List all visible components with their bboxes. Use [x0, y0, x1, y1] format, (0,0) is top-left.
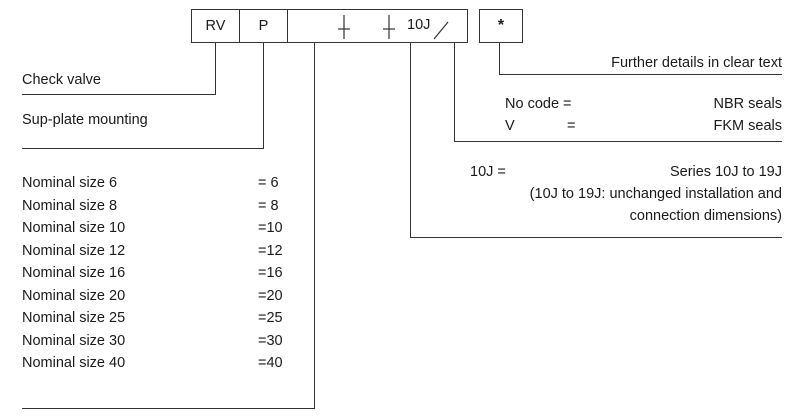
series-value: Series 10J to 19J	[669, 164, 782, 180]
size-value: =10	[258, 220, 283, 236]
seal-value-1: FKM seals	[713, 118, 783, 134]
size-row: Nominal size 20 =20	[22, 287, 292, 310]
size-value: = 6	[258, 175, 279, 191]
size-value: = 8	[258, 197, 279, 214]
nominal-size-list: Nominal size 6 = 6 Nominal size 8 = 8 Nomi…	[22, 174, 292, 377]
size-row: Nominal size 8 = 8	[22, 197, 292, 220]
series-code: 10J =	[470, 164, 506, 180]
size-row: Nominal size 40 =40	[22, 354, 292, 377]
line-further-vertical	[499, 43, 501, 75]
size-row: Nominal size 30 =30	[22, 332, 292, 355]
line-seal-vertical	[454, 43, 456, 142]
size-value: =40	[258, 355, 283, 371]
line-p-vertical	[263, 43, 265, 149]
size-row: Nominal size 16 =16	[22, 264, 292, 287]
label-subplate: Sup-plate mounting	[22, 112, 148, 128]
line-p-horizontal	[22, 148, 264, 150]
separator-glyphs	[338, 15, 449, 40]
line-seal-horizontal	[454, 141, 782, 143]
size-label: Nominal size 25	[22, 310, 126, 326]
series-note-2: connection dimensions)	[629, 208, 782, 224]
line-further-horizontal	[499, 74, 782, 76]
size-value: =30	[258, 332, 283, 349]
size-label: Nominal size 16	[22, 265, 126, 281]
line-rv-vertical	[215, 43, 217, 95]
seal-eq-1: =	[567, 118, 576, 134]
size-row: Nominal size 6 = 6	[22, 174, 292, 197]
line-size-vertical	[314, 43, 316, 409]
size-label: Nominal size 8	[22, 197, 118, 214]
series-note-1: (10J to 19J: unchanged installation and	[529, 186, 782, 202]
label-further: Further details in clear text	[611, 55, 782, 71]
code-box-p: P	[239, 9, 288, 43]
code-box-size-series: 10J	[287, 9, 468, 43]
seal-value-0: NBR seals	[713, 96, 783, 112]
size-label: Nominal size 12	[22, 242, 126, 259]
size-row: Nominal size 12 =12	[22, 242, 292, 265]
size-value: =12	[258, 242, 283, 259]
seal-code-1: V	[505, 118, 515, 134]
line-series-vertical	[410, 43, 412, 238]
line-series-horizontal	[410, 237, 782, 239]
size-row: Nominal size 25 =25	[22, 309, 292, 332]
size-value: =20	[258, 287, 283, 304]
code-p: P	[258, 18, 269, 34]
code-box-rv: RV	[191, 9, 240, 43]
line-rv-horizontal	[22, 94, 216, 96]
label-check-valve: Check valve	[22, 72, 101, 88]
size-value: =25	[258, 310, 283, 326]
code-rv: RV	[205, 18, 226, 34]
size-row: Nominal size 10 =10	[22, 219, 292, 242]
line-size-horizontal	[22, 408, 315, 410]
code-box-star: *	[479, 9, 523, 43]
size-label: Nominal size 6	[22, 175, 118, 191]
seal-code-0: No code =	[505, 96, 572, 112]
code-series: 10J	[407, 17, 431, 33]
size-value: =16	[258, 265, 283, 281]
code-star: *	[497, 17, 505, 34]
size-label: Nominal size 30	[22, 332, 126, 349]
size-label: Nominal size 40	[22, 355, 126, 371]
size-label: Nominal size 20	[22, 287, 126, 304]
size-label: Nominal size 10	[22, 220, 126, 236]
